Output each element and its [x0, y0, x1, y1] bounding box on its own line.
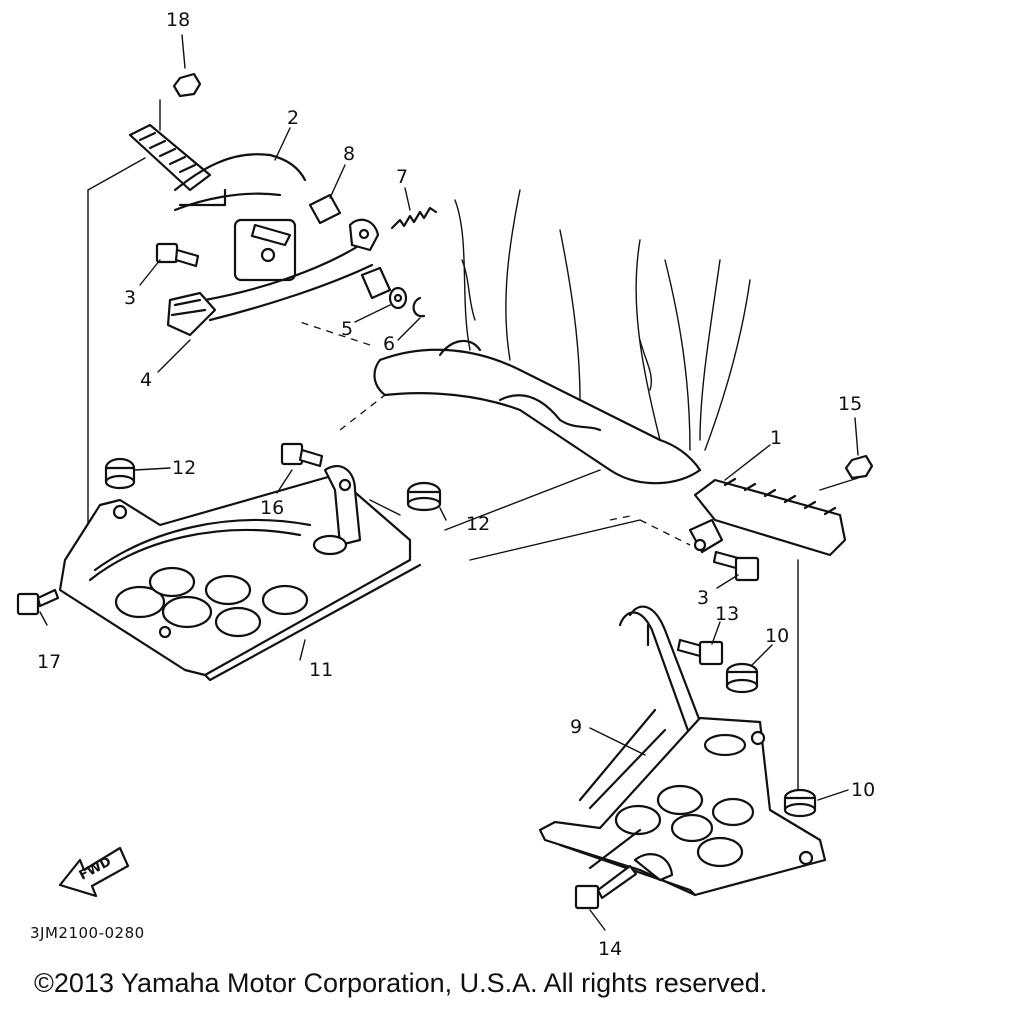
- callout-3-lower: 3: [697, 587, 709, 609]
- nut-18: [172, 72, 202, 98]
- nut-15: [844, 454, 874, 480]
- callout-14: 14: [598, 938, 622, 960]
- grommet-12-left: [104, 457, 136, 490]
- callout-8: 8: [343, 143, 355, 165]
- callout-5: 5: [341, 318, 353, 340]
- grommet-10-upper: [725, 662, 759, 694]
- callout-3-upper: 3: [124, 287, 136, 309]
- callout-7: 7: [396, 166, 408, 188]
- spring-7: [390, 206, 438, 230]
- callout-leaders: [39, 34, 859, 931]
- callout-10-lower: 10: [851, 779, 875, 801]
- callout-18: 18: [166, 9, 190, 31]
- callout-numbers: 18 2 8 7 3 5 6 4 12 12 16 17 11 1 15 3 1…: [37, 9, 875, 960]
- bushing-8: [308, 193, 342, 225]
- callout-2: 2: [287, 107, 299, 129]
- callout-12-left: 12: [172, 457, 196, 479]
- drawing-code: 3JM2100-0280: [30, 924, 145, 942]
- right-footboard: [538, 605, 827, 897]
- callout-9: 9: [570, 716, 582, 738]
- bolt-13: [676, 638, 724, 666]
- callout-15: 15: [838, 393, 862, 415]
- grommet-12-right: [406, 481, 442, 512]
- callout-1: 1: [770, 427, 782, 449]
- brake-pedal: [166, 218, 392, 337]
- fwd-arrow-icon: FWD: [58, 846, 130, 898]
- right-footrest: [688, 477, 847, 557]
- copyright-notice: ©2013 Yamaha Motor Corporation, U.S.A. A…: [34, 968, 768, 998]
- bolt-3-upper: [155, 242, 200, 268]
- bolt-3-lower: [712, 550, 760, 582]
- bolt-16: [280, 442, 324, 468]
- bolt-14: [574, 864, 638, 910]
- clip-6: [412, 296, 426, 318]
- callout-10-upper: 10: [765, 625, 789, 647]
- grommet-10-lower: [783, 788, 817, 818]
- washer-5: [388, 286, 408, 310]
- left-footboard: [58, 465, 422, 682]
- callout-4: 4: [140, 369, 152, 391]
- callout-12-right: 12: [466, 513, 490, 535]
- frame-outline: [373, 189, 751, 561]
- callout-16: 16: [260, 497, 284, 519]
- callout-13: 13: [715, 603, 739, 625]
- callout-17: 17: [37, 651, 61, 673]
- bolt-17: [16, 588, 60, 616]
- callout-11: 11: [309, 659, 333, 681]
- callout-6: 6: [383, 333, 395, 355]
- shaft-pin: [250, 223, 292, 247]
- leader-lines: [87, 99, 859, 801]
